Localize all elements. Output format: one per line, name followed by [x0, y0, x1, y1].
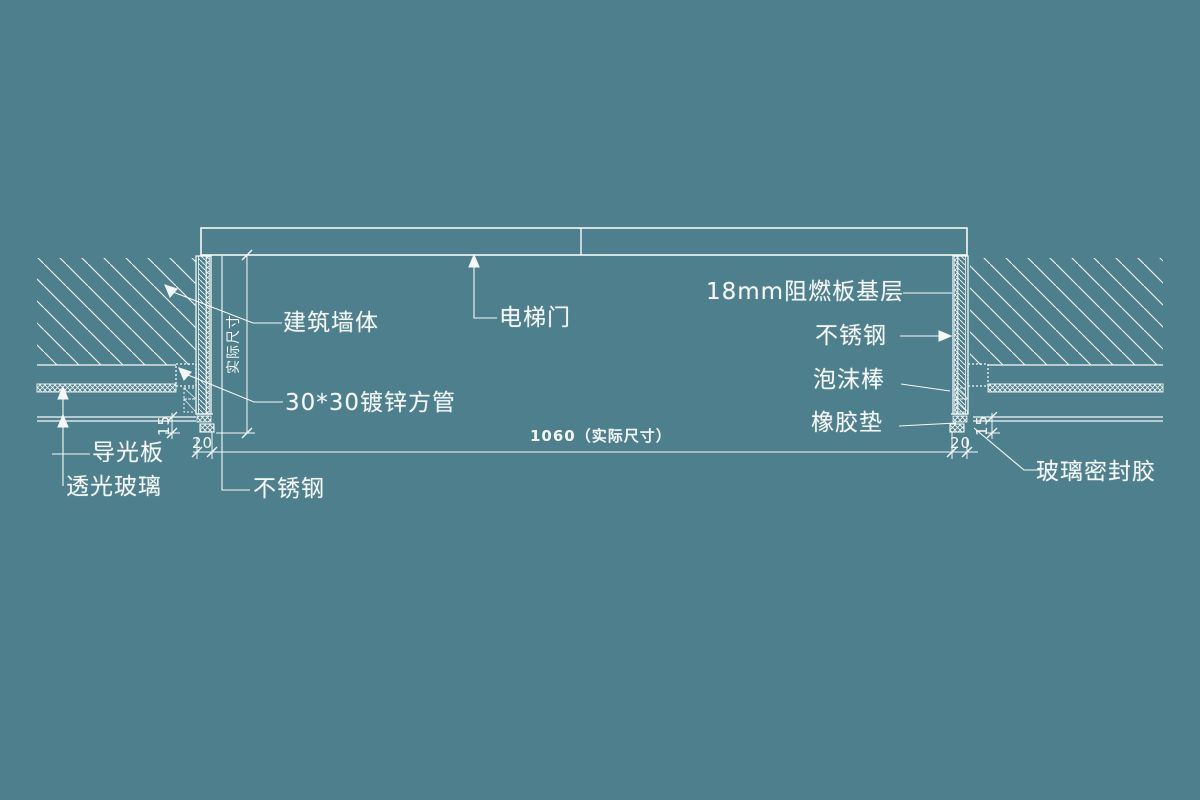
left-glass-dim-text: 15	[155, 414, 174, 437]
elevator-door-label: 电梯门	[499, 305, 571, 331]
light-guide-plate-label: 导光板	[92, 440, 164, 466]
right-light-guide-strip	[987, 383, 1164, 393]
right-glass-dimension	[985, 411, 1000, 439]
left-wall-hatch	[37, 258, 196, 366]
square-tube-arrow-icon	[178, 367, 192, 382]
vertical-depth-dim-text: 实际尺寸	[226, 314, 242, 374]
left-glass-dimension	[165, 411, 180, 439]
leader-lines	[52, 253, 1041, 491]
right-jamb-assembly	[949, 255, 969, 433]
light-guide-arrow-icon	[57, 385, 69, 400]
building-wall-arrow-icon	[164, 284, 178, 299]
left-light-guide-strip	[36, 383, 177, 393]
elevator-door-panel	[200, 227, 968, 256]
left-return-dim-text: 20	[192, 434, 214, 452]
right-return-dim-text: 20	[950, 434, 972, 452]
stainless-right-arrow-icon	[938, 330, 953, 342]
building-wall-label: 建筑墙体	[283, 310, 379, 336]
right-glass-lines	[973, 416, 1163, 422]
left-jamb-assembly	[195, 255, 215, 433]
elevator-door-arrow-icon	[468, 253, 480, 268]
stainless-steel-right-label: 不锈钢	[815, 323, 887, 349]
translucent-glass-arrow-icon	[57, 413, 69, 428]
opening-width-dim-text: 1060（实际尺寸）	[530, 427, 672, 445]
right-glass-dim-text: 15	[973, 414, 992, 437]
left-square-tube	[175, 363, 197, 413]
fire-retardant-board-label: 18mm阻燃板基层	[706, 279, 905, 305]
right-wall-hatch	[970, 258, 1163, 366]
translucent-glass-label: 透光玻璃	[66, 474, 162, 500]
rubber-pad-label: 橡胶垫	[811, 410, 883, 436]
right-square-tube	[955, 363, 989, 413]
galvanized-tube-label: 30*30镀锌方管	[285, 390, 457, 416]
glass-sealant-label: 玻璃密封胶	[1036, 459, 1156, 485]
stainless-steel-left-label: 不锈钢	[253, 476, 325, 502]
foam-rod-label: 泡沫棒	[813, 367, 885, 393]
opening-width-dimension	[191, 432, 978, 459]
